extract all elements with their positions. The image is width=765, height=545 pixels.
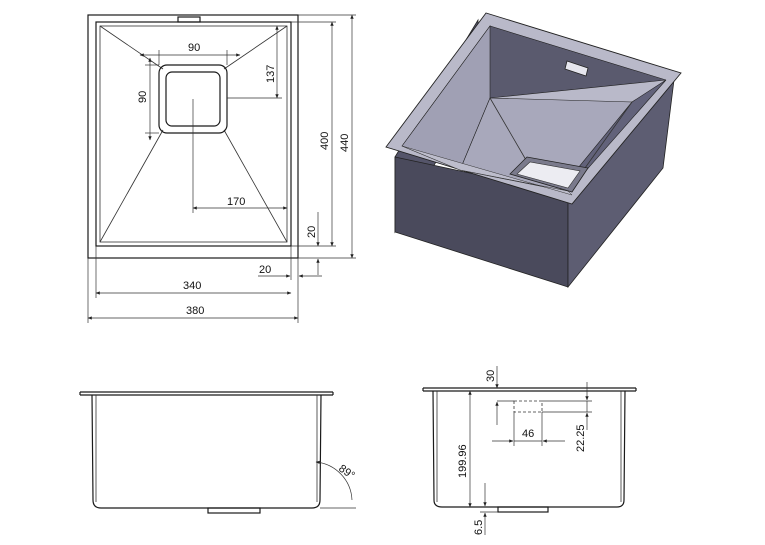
dim-label-6-5: 6.5 bbox=[473, 520, 485, 535]
dim-label-30: 30 bbox=[485, 370, 497, 382]
dim-label-90-v: 90 bbox=[137, 91, 149, 103]
slope-line-tr bbox=[223, 25, 288, 70]
iso-slope-line bbox=[584, 101, 633, 169]
dim-label-199: 199.96 bbox=[457, 444, 469, 478]
iso-overflow-slot bbox=[564, 60, 589, 77]
angle-arc bbox=[315, 460, 353, 501]
dim-label-440: 440 bbox=[339, 134, 351, 152]
slope-line-tl bbox=[99, 25, 164, 70]
iso-slope-line bbox=[489, 97, 527, 161]
front-view: 89° bbox=[79, 391, 357, 514]
angle-label: 89° bbox=[336, 463, 357, 482]
top-view-bowl-inner bbox=[99, 25, 288, 243]
dim-label-137: 137 bbox=[265, 65, 277, 83]
slope-line-br bbox=[223, 129, 288, 243]
front-view-bowl bbox=[91, 394, 322, 509]
side-view: 30 199.96 46 22.25 6.5 bbox=[422, 366, 637, 535]
iso-drain-inner bbox=[516, 161, 581, 189]
dim-label-22: 22.25 bbox=[575, 424, 587, 452]
top-view-bowl bbox=[95, 21, 292, 247]
dim-label-340: 340 bbox=[183, 280, 201, 292]
isometric-view bbox=[385, 12, 682, 289]
dim-label-170: 170 bbox=[227, 196, 245, 208]
dim-label-380: 380 bbox=[186, 305, 204, 317]
dim-label-20-v: 20 bbox=[306, 226, 318, 238]
dim-label-400: 400 bbox=[319, 132, 331, 150]
slope-line-bl bbox=[99, 129, 164, 243]
dim-label-90-h: 90 bbox=[188, 42, 200, 54]
side-view-drain bbox=[497, 506, 549, 513]
top-view-outer-rim bbox=[87, 14, 299, 259]
overflow-slot bbox=[177, 16, 201, 23]
top-view: 90 90 137 170 400 440 20 20 bbox=[87, 14, 356, 323]
dim-label-46: 46 bbox=[522, 428, 534, 440]
dim-label-20-h: 20 bbox=[259, 264, 271, 276]
front-view-drain bbox=[207, 507, 261, 514]
side-view-overflow-hidden bbox=[513, 400, 543, 413]
